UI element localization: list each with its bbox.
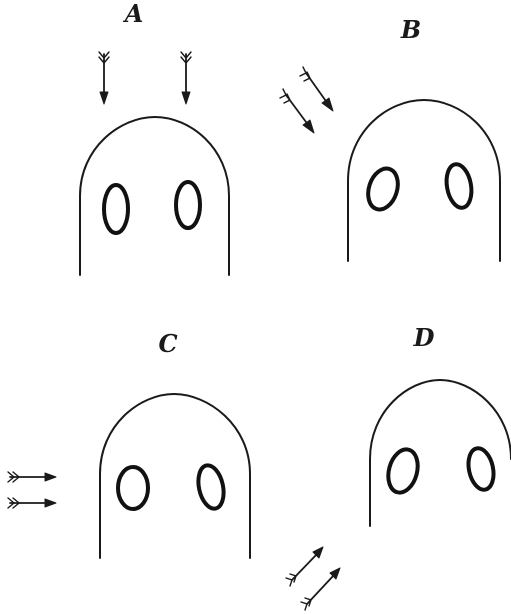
arrow-icon — [181, 52, 191, 104]
panel-d-label: D — [413, 323, 435, 352]
panel-c-arrows — [8, 472, 56, 508]
panel-d-arrows — [286, 547, 340, 610]
panel-a-face-outline — [80, 117, 229, 275]
arrow-icon — [280, 89, 314, 133]
panel-d: D — [286, 323, 511, 610]
panel-c: C — [8, 329, 250, 558]
panel-c-label: C — [158, 329, 177, 358]
panel-a-left-pupil — [96, 180, 128, 240]
arrow-icon — [301, 568, 340, 610]
arrow-icon — [286, 547, 323, 586]
panel-c-right-pupil — [195, 463, 228, 511]
panel-b-left-pupil — [360, 165, 403, 218]
panel-c-left-pupil — [115, 464, 155, 509]
arrow-icon — [8, 498, 56, 508]
panel-b-arrows — [280, 67, 333, 133]
panel-d-right-pupil — [465, 446, 497, 492]
panel-b-right-pupil — [443, 162, 474, 209]
panel-a: A — [80, 0, 229, 275]
arrow-icon — [99, 52, 109, 104]
arrow-icon — [300, 67, 333, 111]
panel-a-right-pupil — [176, 178, 210, 235]
panel-b-label: B — [400, 15, 421, 44]
panel-b: B — [280, 15, 500, 261]
arrow-icon — [8, 472, 56, 482]
panel-a-label: A — [123, 0, 144, 28]
panel-a-arrows — [99, 52, 191, 104]
panel-d-face-outline — [370, 380, 511, 526]
panel-d-left-pupil — [384, 446, 425, 496]
